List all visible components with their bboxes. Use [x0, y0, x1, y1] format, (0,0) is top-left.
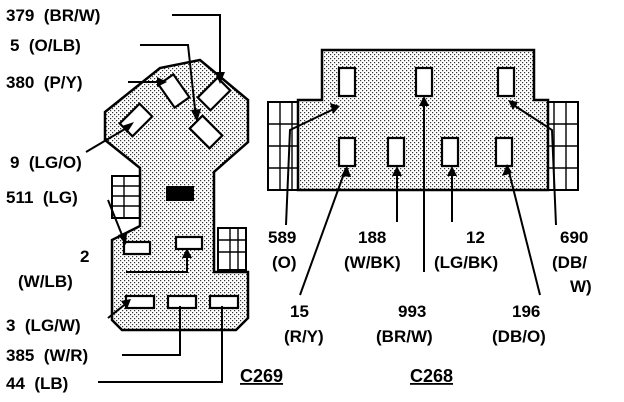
c269-terminal-380 [157, 72, 191, 110]
c269-terminal-44 [208, 294, 240, 310]
label-589-number: 589 [268, 228, 296, 247]
label-12-color: (LG/BK) [434, 253, 498, 272]
c268-title: C268 [410, 366, 453, 386]
c269-terminal-385 [166, 294, 198, 310]
c269-labels: 379 (BR/W) 5 (O/LB) 380 (P/Y) 9 (LG/O) 5… [6, 6, 283, 393]
leader-15 [299, 167, 347, 296]
leader-589 [285, 107, 337, 226]
label-993-color: (BR/W) [376, 327, 433, 346]
c268-labels: 589 (O) 188 (W/BK) 12 (LG/BK) 690 (DB/ W… [268, 228, 592, 386]
c268-terminal-690 [496, 66, 516, 98]
c268-leaders [285, 96, 557, 296]
label-2-color: (W/LB) [18, 272, 73, 291]
label-44: 44 (LB) [6, 374, 68, 393]
c268-terminal-12 [440, 136, 460, 168]
leader-385 [122, 306, 181, 356]
c269-key [166, 186, 194, 201]
label-15-number: 15 [290, 302, 309, 321]
label-188-number: 188 [358, 228, 386, 247]
label-196-number: 196 [512, 302, 540, 321]
leader-5 [140, 44, 197, 119]
c268-terminal-188 [386, 136, 406, 168]
label-690-number: 690 [560, 228, 588, 247]
c268-terminal-993 [414, 66, 434, 98]
label-379: 379 (BR/W) [6, 6, 100, 25]
label-589-color: (O) [272, 253, 297, 272]
label-9: 9 (LG/O) [10, 153, 82, 172]
leader-44 [98, 306, 223, 383]
c269-terminal-379 [196, 76, 232, 112]
c269-side-latch [111, 175, 141, 219]
leader-9 [85, 125, 131, 153]
label-380: 380 (P/Y) [6, 73, 83, 92]
label-188-color: (W/BK) [344, 253, 401, 272]
label-2-number: 2 [80, 247, 89, 266]
label-12-number: 12 [466, 228, 485, 247]
leader-196 [507, 167, 541, 296]
label-385: 385 (W/R) [6, 346, 88, 365]
c269-right-latch [217, 227, 247, 271]
c269-connector [103, 58, 250, 332]
c269-terminal-2 [122, 240, 152, 256]
c268-terminal-15 [337, 136, 357, 168]
leader-690 [511, 103, 557, 226]
c269-leaders [85, 14, 225, 383]
c268-terminal-196 [494, 136, 514, 168]
leader-379 [172, 14, 221, 80]
label-993-number: 993 [398, 302, 426, 321]
c269-terminal-511 [174, 235, 204, 251]
c269-title: C269 [240, 366, 283, 386]
label-690-color-a: (DB/ [552, 253, 587, 272]
c269-terminal-5 [188, 114, 224, 150]
label-3: 3 (LG/W) [6, 316, 81, 335]
leader-511 [107, 199, 125, 241]
leader-2 [126, 252, 188, 273]
c269-terminal-3 [124, 294, 156, 310]
label-690-color-b: W) [570, 277, 592, 296]
label-15-color: (R/Y) [284, 327, 324, 346]
label-196-color: (DB/O) [492, 327, 546, 346]
c268-terminal-589 [337, 66, 357, 98]
label-5: 5 (O/LB) [10, 36, 81, 55]
label-511: 511 (LG) [6, 188, 78, 207]
